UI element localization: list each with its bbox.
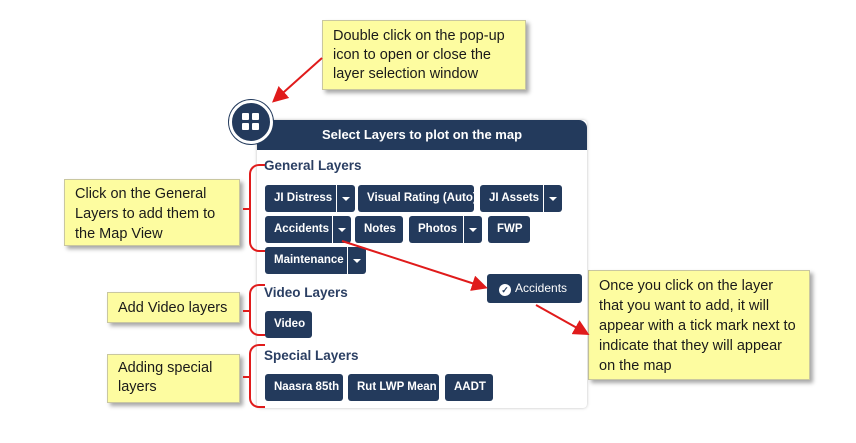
layer-button-maintenance[interactable]: Maintenance	[265, 247, 347, 274]
arrow-to-accidents-badge	[341, 240, 488, 291]
layer-button-visual-rating[interactable]: Visual Rating (Auto)	[358, 185, 477, 212]
special-layers-brace	[243, 344, 265, 408]
popup-hint-callout: Double click on the pop-up icon to open …	[322, 20, 526, 90]
maintenance-dropdown-icon[interactable]	[347, 247, 366, 274]
layer-button-photos[interactable]: Photos	[409, 216, 463, 243]
layer-button-video[interactable]: Video	[265, 311, 312, 338]
ji-distress-dropdown-icon[interactable]	[336, 185, 355, 212]
selected-accidents-badge[interactable]: ✓ Accidents	[487, 274, 582, 303]
layer-button-fwp[interactable]: FWP	[488, 216, 530, 243]
grid-icon[interactable]	[229, 100, 273, 144]
special-layers-callout: Adding special layers	[107, 354, 240, 403]
general-layers-callout: Click on the General Layers to add them …	[64, 179, 240, 246]
general-layers-title: General Layers	[264, 158, 362, 173]
panel-title: Select Layers to plot on the map	[257, 120, 587, 150]
arrow-to-tick-callout	[535, 304, 590, 335]
video-layers-callout: Add Video layers	[107, 292, 240, 323]
photos-dropdown-icon[interactable]	[463, 216, 482, 243]
arrow-to-popup-icon	[272, 57, 323, 103]
accidents-dropdown-icon[interactable]	[332, 216, 351, 243]
check-circle-icon: ✓	[499, 284, 511, 296]
tick-mark-callout: Once you click on the layer that you wan…	[588, 270, 810, 380]
general-layers-brace	[243, 164, 265, 252]
layer-button-accidents[interactable]: Accidents	[265, 216, 333, 243]
layer-button-aadt[interactable]: AADT	[445, 374, 493, 401]
layer-button-ji-distress[interactable]: JI Distress	[265, 185, 337, 212]
ji-assets-dropdown-icon[interactable]	[543, 185, 562, 212]
special-layers-title: Special Layers	[264, 348, 359, 363]
layer-button-naasra-85th[interactable]: Naasra 85th	[265, 374, 343, 401]
selected-badge-label: Accidents	[515, 281, 568, 295]
layer-button-notes[interactable]: Notes	[355, 216, 403, 243]
layer-button-ji-assets[interactable]: JI Assets	[480, 185, 543, 212]
layer-button-rut-lwp-mean[interactable]: Rut LWP Mean	[348, 374, 439, 401]
video-layers-brace	[243, 284, 265, 336]
video-layers-title: Video Layers	[264, 285, 348, 300]
